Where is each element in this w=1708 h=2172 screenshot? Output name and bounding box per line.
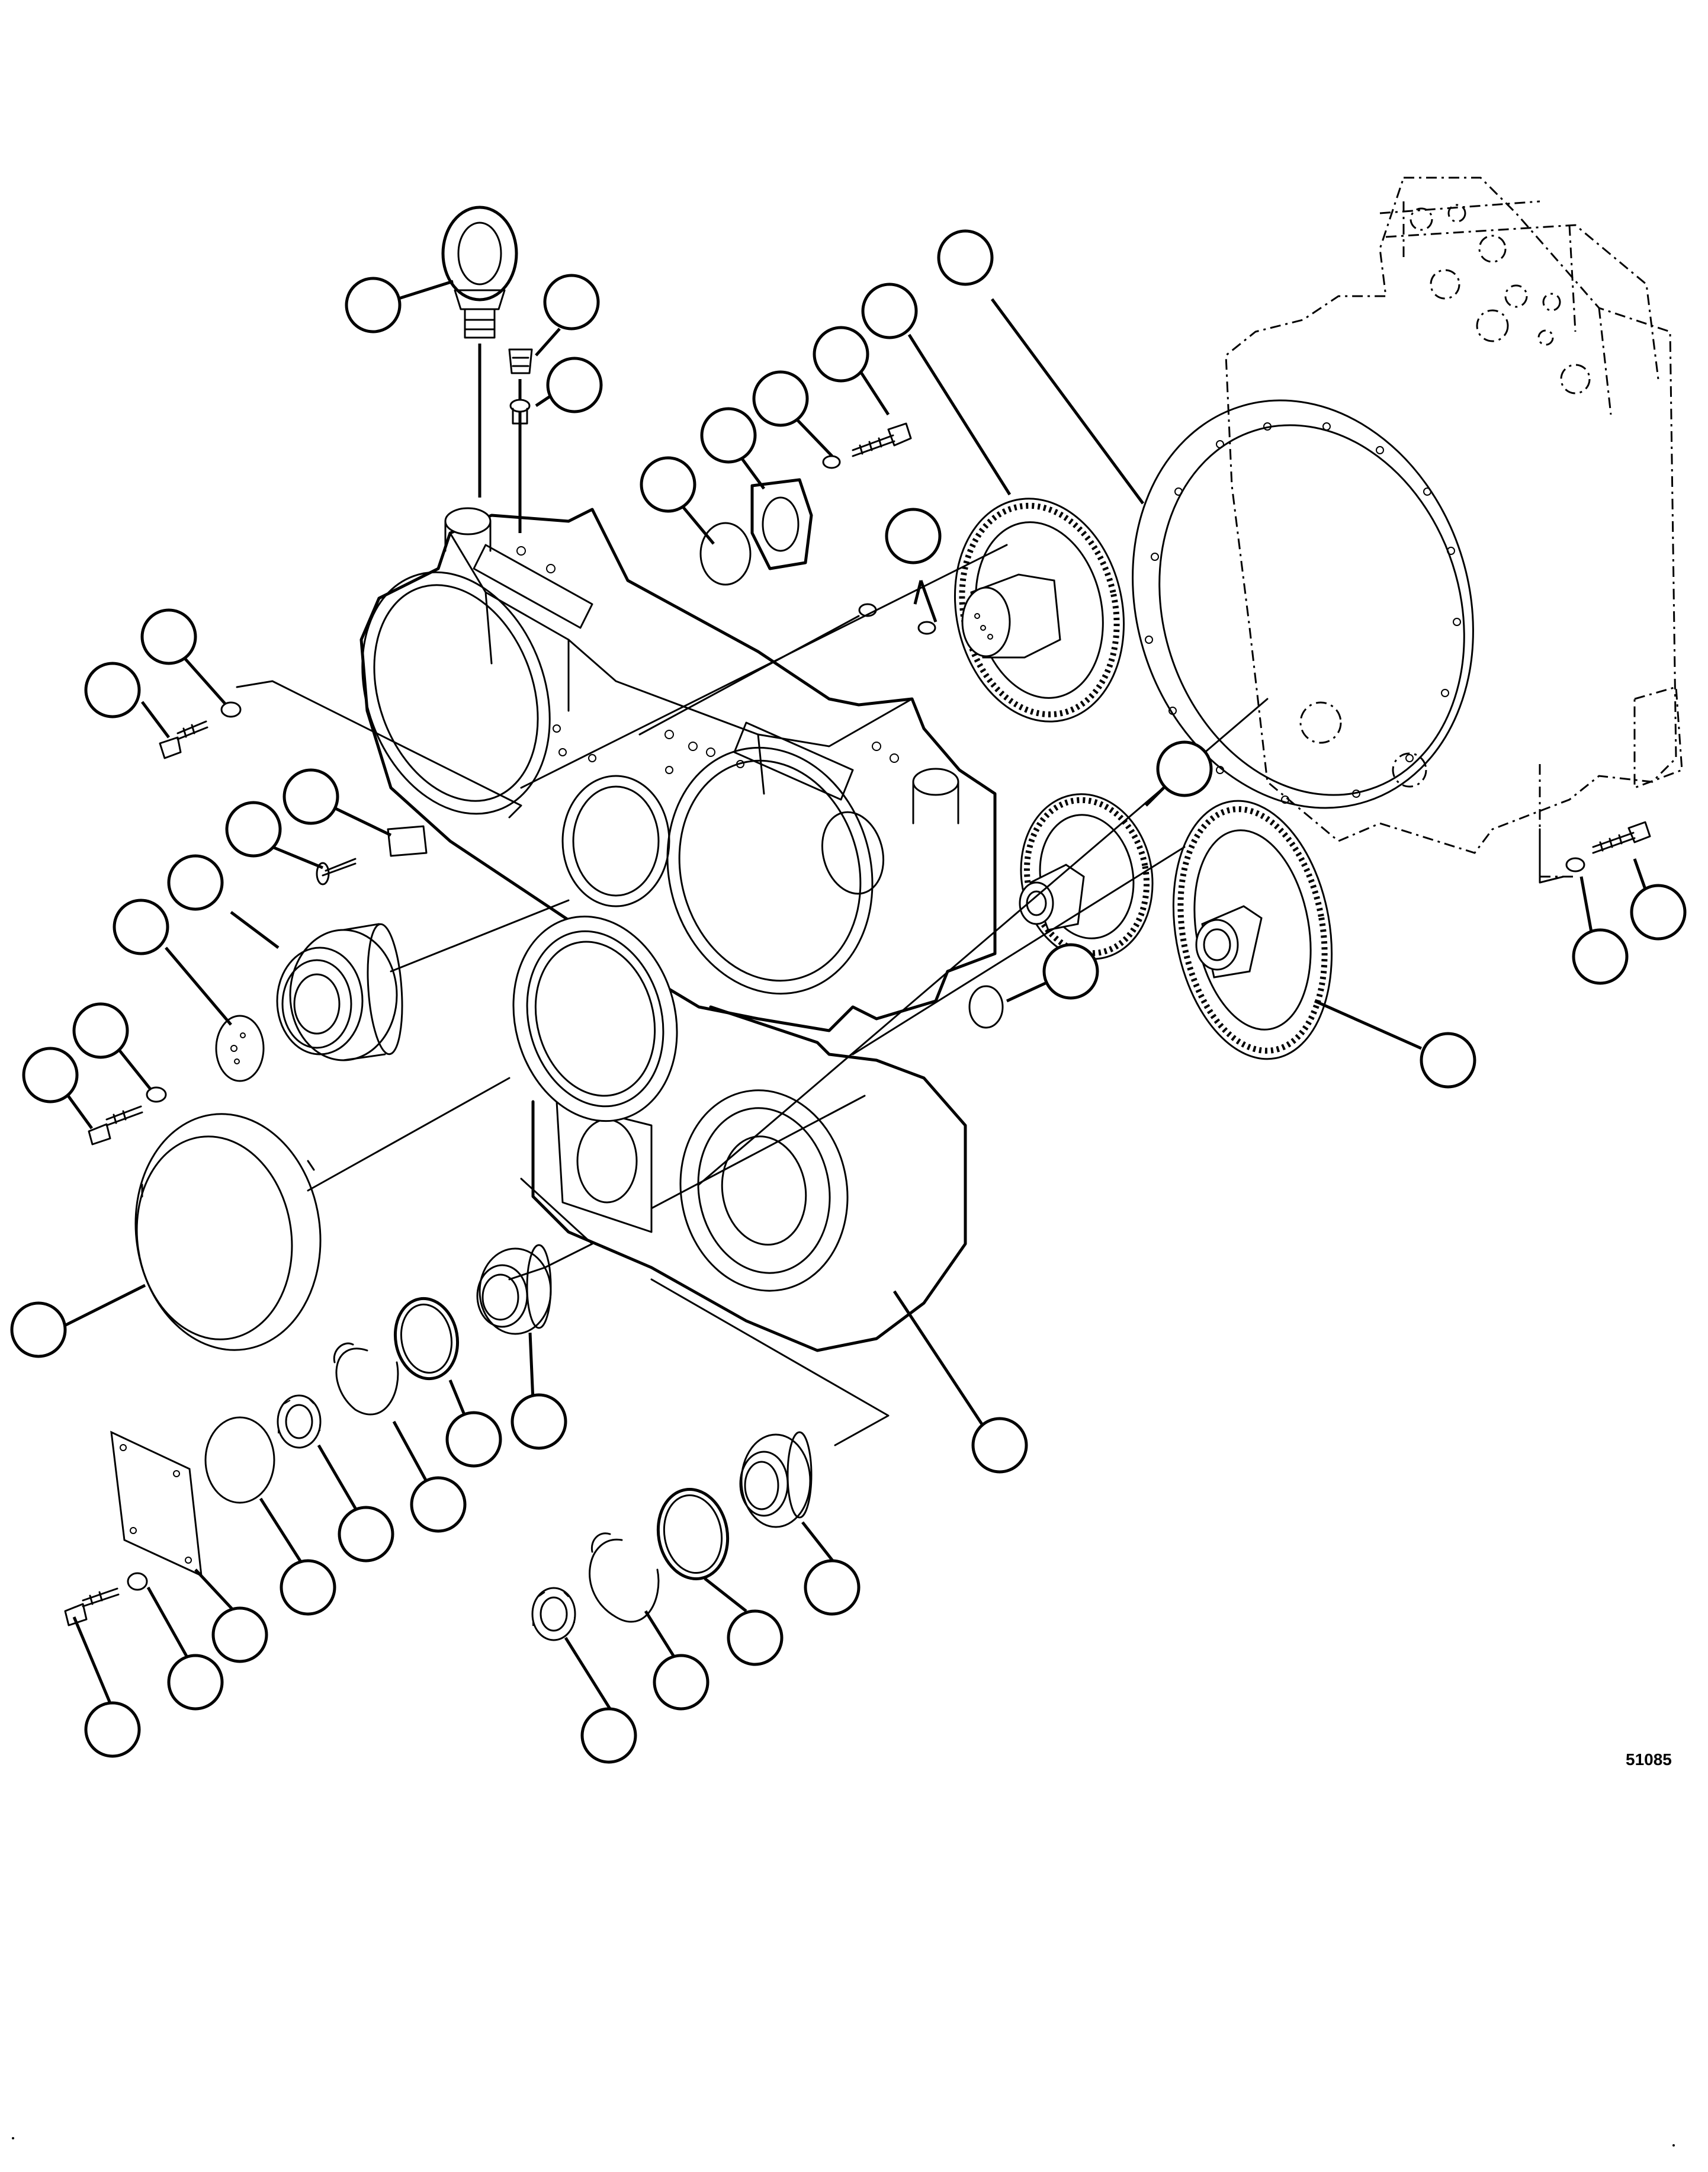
screw-cover [64,1587,120,1626]
lower-gear [1172,800,1333,1060]
callout-screw-cover [84,1701,141,1758]
callout-cover-plate-small [700,407,757,464]
callout-snap-ring-b [727,1609,784,1666]
washer-small [822,455,841,469]
o-ring-small [699,522,752,586]
screw-small [852,422,912,457]
callout-bearing-small-center [511,1393,567,1450]
callout-lower-case [971,1417,1028,1474]
callout-circlip-a [410,1476,467,1533]
callout-circles [10,229,1687,1764]
eye-bolt [441,206,518,498]
o-ring-mid [968,985,1004,1029]
callout-screw-upper-left [84,662,141,718]
callout-rivet [225,801,282,858]
callout-seal-ring-large [10,1301,67,1358]
screw-left [88,1105,143,1146]
callout-dowel-pins [885,508,942,564]
screw-upper-left [159,720,208,759]
callout-o-ring-cover [280,1559,336,1616]
snap-ring-a [393,1297,460,1381]
gasket-large [1132,399,1474,809]
snap-ring-b [656,1487,730,1581]
washer-upper-left [220,701,242,718]
callout-washer-upper-left [140,608,197,665]
callout-nut-a [338,1506,394,1563]
callout-screw-left [22,1047,79,1103]
callout-nut-b [580,1707,637,1764]
seal-large [512,915,678,1122]
callout-gasket-large [937,229,994,286]
dowel-pins [858,603,936,635]
callout-o-ring-small [640,456,696,513]
nameplate [387,825,428,857]
cover-plate-small [750,478,813,570]
retainer-plate [215,1015,265,1082]
gear-housing [359,507,997,1032]
callout-upper-gear [861,283,918,339]
callout-washer-small [752,370,809,427]
callout-snap-ring-a [445,1411,502,1468]
seal-ring-large [134,1113,322,1351]
bearing-small-center [476,1244,552,1335]
callout-cover-plate [211,1606,268,1663]
lower-case [531,1005,967,1352]
callout-bearing-upper-left [167,854,224,911]
callout-plug-lower [546,357,603,413]
callout-retainer-plate [113,899,169,955]
nut-a [277,1394,322,1449]
nut-b [531,1587,576,1641]
plug-upper [508,348,533,533]
callout-nameplate [282,768,339,825]
circlip-a [333,1342,399,1416]
o-ring-cover [204,1416,275,1504]
screw-right [1592,821,1651,854]
circlip-b [589,1532,660,1623]
figure-number: 51085 [1626,1750,1672,1769]
callout-middle-gear [1156,740,1213,797]
callout-plug-upper [543,274,600,331]
callout-o-ring-mid [1042,943,1099,1000]
transmission-housing [1225,177,1683,878]
callout-circlip-b [653,1654,709,1711]
washer-right [1565,857,1585,872]
rivet [316,858,357,886]
callout-eye-bolt [345,277,402,333]
callout-washer-left [72,1002,129,1059]
callout-bearing-small-lower [804,1559,861,1616]
middle-gear [1019,793,1154,960]
plug-lower [509,399,531,425]
assembly-lines [236,544,1565,1446]
callout-washer-cover [167,1654,224,1711]
stray-mark-right [1672,2144,1675,2147]
callout-screw-small [813,326,869,383]
upper-gear [953,498,1125,723]
stray-mark-left [12,2137,14,2139]
bearing-upper-left [276,923,403,1061]
callout-screw-right [1630,884,1687,941]
washer-left [146,1086,167,1103]
bearing-small-lower [739,1431,813,1528]
washer-cover [127,1572,148,1591]
cover-plate [110,1430,203,1577]
callout-lower-gear [1420,1032,1476,1089]
callout-washer-right [1572,928,1629,985]
